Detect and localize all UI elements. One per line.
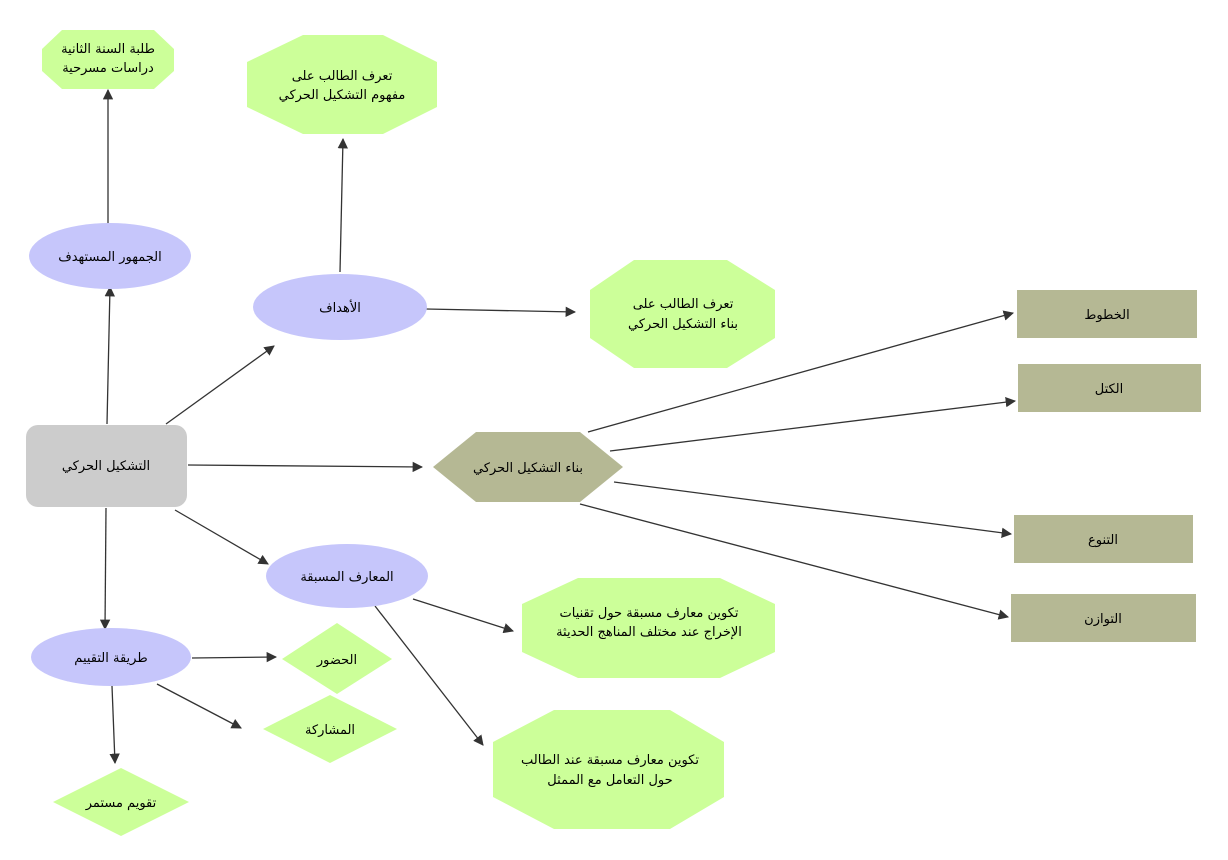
edge-root-goals [165, 345, 275, 425]
node-lines-label: الخطوط [1084, 308, 1129, 323]
edge-root-audience [104, 285, 115, 425]
node-goal-build-shape [590, 260, 775, 368]
node-lines-shape [1017, 290, 1197, 338]
node-eval-shape [31, 628, 191, 686]
node-students-label-1: طلبة السنة الثانية [61, 42, 155, 57]
edge-build-balance [579, 503, 1010, 620]
node-prior-tech[interactable]: تكوين معارف مسبقة حول تقنيات الإخراج عند… [522, 578, 775, 678]
node-build[interactable]: بناء التشكيل الحركي [433, 432, 623, 502]
edge-goals-build-goal [425, 306, 577, 318]
node-goal-concept-shape [247, 35, 437, 134]
node-goal-build-label-2: بناء التشكيل الحركي [628, 317, 738, 332]
node-goal-concept[interactable]: تعرف الطالب على مفهوم التشكيل الحركي [247, 35, 437, 134]
node-attendance-shape [282, 623, 392, 694]
edge-prior-tech [412, 598, 514, 634]
node-variety[interactable]: التنوع [1014, 515, 1193, 563]
node-root-shape [26, 425, 187, 507]
node-goals[interactable]: الأهداف [253, 274, 427, 340]
node-masses[interactable]: الكتل [1018, 364, 1201, 412]
node-masses-shape [1018, 364, 1201, 412]
node-prior-shape [266, 544, 428, 608]
node-students[interactable]: طلبة السنة الثانية دراسات مسرحية [42, 30, 174, 89]
node-balance[interactable]: التوازن [1011, 594, 1196, 642]
node-prior-tech-label-2: الإخراج عند مختلف المناهج الحديثة [556, 625, 742, 640]
node-variety-shape [1014, 515, 1193, 563]
node-participation[interactable]: المشاركة [263, 695, 397, 763]
node-students-shape [42, 30, 174, 89]
node-prior[interactable]: المعارف المسبقة [266, 544, 428, 608]
node-prior-actor[interactable]: تكوين معارف مسبقة عند الطالب حول التعامل… [493, 710, 724, 829]
node-goals-shape [253, 274, 427, 340]
node-variety-label: التنوع [1088, 533, 1118, 548]
node-audience[interactable]: الجمهور المستهدف [29, 223, 191, 289]
node-root-label: التشكيل الحركي [62, 459, 150, 474]
node-continuous-label: تقويم مستمر [85, 796, 157, 811]
edge-eval-continuous [109, 685, 120, 765]
node-audience-shape [29, 223, 191, 289]
edge-root-build [187, 461, 424, 473]
node-goals-label: الأهداف [319, 299, 361, 316]
node-prior-actor-shape [493, 710, 724, 829]
node-participation-label: المشاركة [305, 723, 355, 738]
node-prior-actor-label-1: تكوين معارف مسبقة عند الطالب [521, 753, 699, 768]
node-prior-tech-label-1: تكوين معارف مسبقة حول تقنيات [560, 606, 739, 621]
node-prior-actor-label-2: حول التعامل مع الممثل [547, 773, 672, 788]
node-continuous-shape [53, 768, 189, 836]
node-attendance-label: الحضور [316, 653, 357, 668]
node-masses-label: الكتل [1095, 382, 1124, 397]
node-balance-shape [1011, 594, 1196, 642]
node-students-label-2: دراسات مسرحية [62, 61, 154, 76]
edge-eval-participation [156, 683, 242, 729]
node-attendance[interactable]: الحضور [282, 623, 392, 694]
node-balance-label: التوازن [1084, 612, 1122, 627]
edges [99, 88, 1017, 765]
node-eval-label: طريقة التقييم [74, 651, 147, 666]
edge-root-eval [99, 507, 111, 631]
node-goal-build-label-1: تعرف الطالب على [633, 297, 734, 312]
edge-prior-actor [374, 605, 484, 746]
node-participation-shape [263, 695, 397, 763]
node-goal-build[interactable]: تعرف الطالب على بناء التشكيل الحركي [590, 260, 775, 368]
node-goal-concept-label-1: تعرف الطالب على [292, 69, 393, 84]
edge-root-prior [174, 509, 269, 565]
node-prior-tech-shape [522, 578, 775, 678]
node-goal-concept-label-2: مفهوم التشكيل الحركي [279, 88, 406, 103]
edge-build-masses [609, 396, 1017, 452]
node-build-label: بناء التشكيل الحركي [473, 461, 583, 476]
edge-build-variety [613, 481, 1013, 538]
node-continuous[interactable]: تقويم مستمر [53, 768, 189, 836]
edge-eval-attendance [191, 651, 278, 663]
node-prior-label: المعارف المسبقة [300, 570, 393, 585]
edge-build-lines [587, 310, 1015, 433]
edge-goals-concept [337, 137, 348, 273]
node-lines[interactable]: الخطوط [1017, 290, 1197, 338]
node-audience-label: الجمهور المستهدف [58, 250, 162, 265]
node-eval[interactable]: طريقة التقييم [31, 628, 191, 686]
node-build-shape [433, 432, 623, 502]
node-root[interactable]: التشكيل الحركي [26, 425, 187, 507]
